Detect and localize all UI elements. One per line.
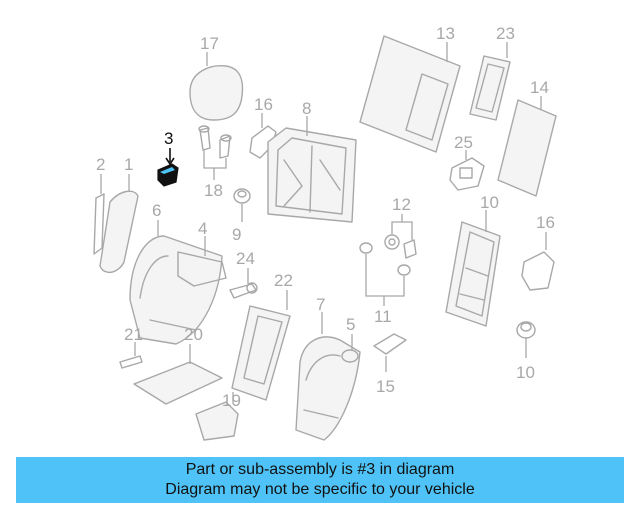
callout-8: 8	[302, 99, 311, 118]
part-18-headrest-guides	[198, 125, 232, 180]
callout-17: 17	[200, 34, 219, 53]
part-22-back-trim	[231, 290, 291, 401]
part-7-seatback-cushion	[295, 312, 361, 441]
part-15-clip	[373, 333, 407, 372]
part-10-knob-lower	[516, 321, 536, 358]
part-6-seat-cover	[129, 220, 223, 345]
part-25-latch	[449, 150, 485, 191]
callout-12: 12	[392, 195, 411, 214]
callout-11: 11	[374, 307, 392, 326]
callout-15: 15	[376, 377, 395, 396]
callout-18: 18	[204, 181, 223, 200]
part-9-backrest-frame	[445, 210, 501, 327]
part-17-headrest	[189, 52, 244, 121]
banner-line-part: Part or sub-assembly is #3 in diagram	[185, 461, 455, 478]
part-11-fasteners	[359, 242, 411, 306]
banner-line-disclaimer: Diagram may not be specific to your vehi…	[165, 481, 475, 498]
callout-20: 20	[184, 325, 203, 344]
part-5-trim	[341, 334, 359, 363]
callout-labels: 17 16 8 13 23 14 25 3 2 1 18 6 4 9 24 22…	[96, 24, 555, 410]
part-20-seat-base	[133, 344, 223, 405]
callout-16-upper: 16	[254, 95, 273, 114]
info-banner: Part or sub-assembly is #3 in diagram Di…	[16, 457, 624, 503]
part-4-cushion-frame	[177, 236, 227, 287]
part-13-rear-panel	[359, 35, 461, 153]
callout-14: 14	[530, 78, 549, 97]
callout-2: 2	[96, 155, 105, 174]
part-23-trim-panel	[469, 42, 511, 121]
part-10-knob-upper	[233, 188, 251, 222]
callout-1: 1	[124, 155, 133, 174]
callout-24: 24	[236, 249, 255, 268]
callout-16-lower: 16	[536, 213, 555, 232]
part-14-back-panel	[497, 96, 557, 197]
part-12-fasteners	[384, 214, 417, 259]
callout-3: 3	[164, 129, 173, 148]
part-1-side-bolster	[99, 174, 139, 273]
callout-22: 22	[274, 271, 293, 290]
callout-23: 23	[496, 24, 515, 43]
part-19-cover	[195, 392, 239, 441]
callout-6: 6	[152, 201, 161, 220]
callout-19: 19	[222, 391, 241, 410]
callout-21: 21	[124, 325, 143, 344]
callout-13: 13	[436, 24, 455, 43]
callout-9: 10	[480, 193, 499, 212]
parts-diagram: 17 16 8 13 23 14 25 3 2 1 18 6 4 9 24 22…	[93, 24, 557, 441]
callout-25: 25	[454, 133, 473, 152]
callout-7: 7	[316, 295, 325, 314]
part-21-bolt	[119, 342, 143, 369]
part-16-lower-bracket	[521, 232, 555, 291]
callout-4: 4	[198, 219, 207, 238]
callout-10-lower: 10	[516, 363, 535, 382]
part-8-seatback-frame	[267, 116, 357, 223]
callout-5: 5	[346, 315, 355, 334]
part-2-side-trim	[93, 174, 105, 255]
callout-10-upper: 9	[232, 225, 241, 244]
part-24-bolt	[229, 268, 258, 299]
part-3-highlighted	[157, 148, 179, 187]
